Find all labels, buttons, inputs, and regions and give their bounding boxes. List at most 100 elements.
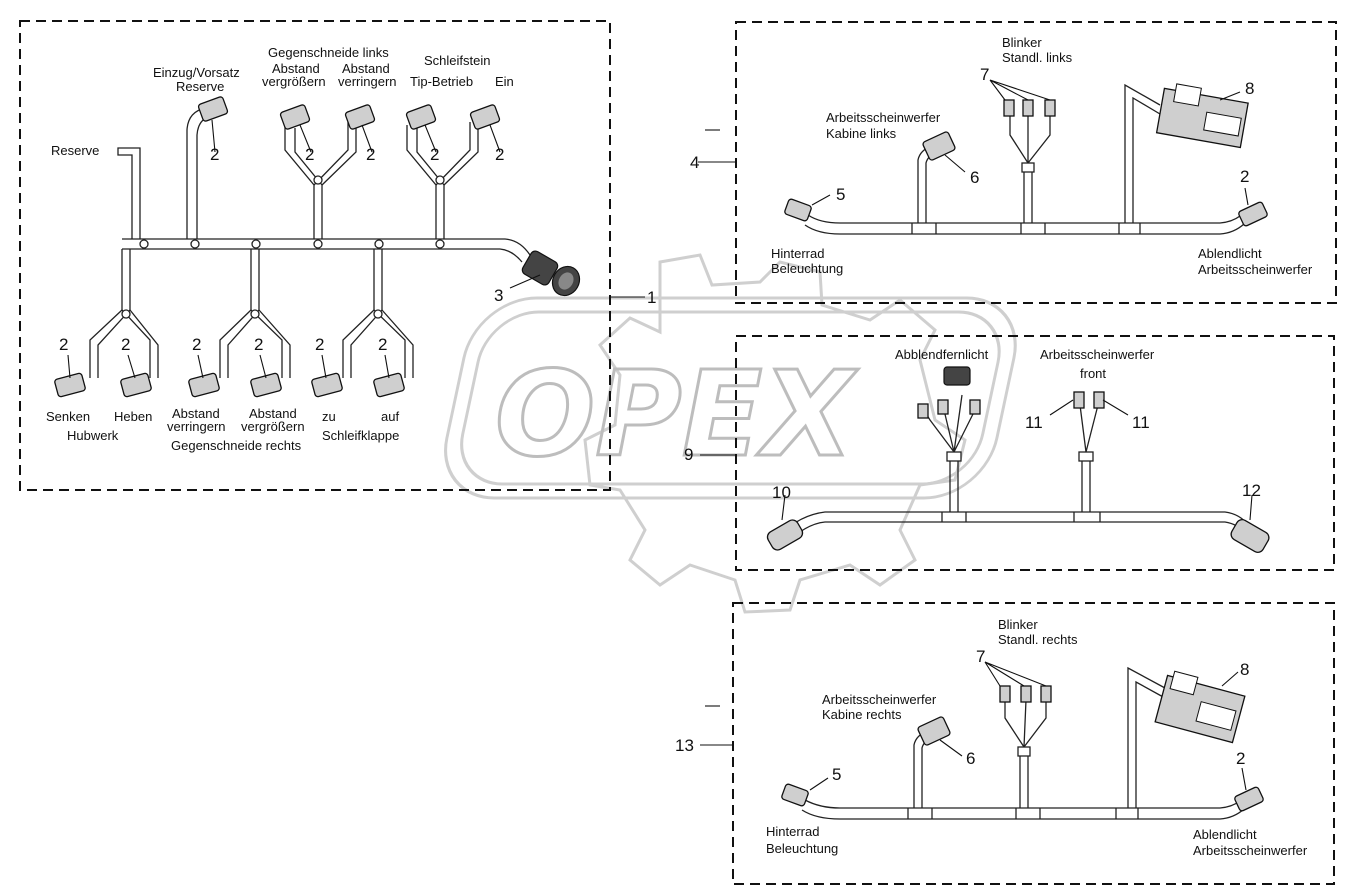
callout-8: 8 xyxy=(1245,79,1254,98)
label-abstand-4: Abstand xyxy=(249,406,297,421)
harness-box-4 xyxy=(735,21,1337,304)
round-connector-3 xyxy=(521,250,581,297)
callout-5: 5 xyxy=(832,765,841,784)
connector-2 xyxy=(1234,786,1264,812)
connector-5 xyxy=(781,783,809,807)
connector-6 xyxy=(917,716,951,746)
callout-11: 11 xyxy=(1132,413,1150,432)
label-hinterrad: Hinterrad xyxy=(771,246,824,261)
callout-2: 2 xyxy=(121,335,130,354)
callout-7: 7 xyxy=(976,647,985,666)
connector-11 xyxy=(1093,391,1105,409)
connector-9c xyxy=(969,399,981,415)
opex-watermark: OPEX xyxy=(444,253,1017,614)
connector-7 xyxy=(1040,685,1052,703)
harness-1 xyxy=(54,96,645,398)
connector-10 xyxy=(766,519,804,551)
label-aw-front: Arbeitsscheinwerfer xyxy=(1040,347,1155,362)
label-aw-kabine-rechts: Arbeitsscheinwerfer xyxy=(822,692,937,707)
callout-12: 12 xyxy=(1242,481,1261,500)
connector-einzug xyxy=(197,96,229,122)
harness-box-13 xyxy=(732,602,1335,885)
label-auf: auf xyxy=(381,409,399,424)
label-vergroessern-2: vergrößern xyxy=(241,419,305,434)
callout-10: 10 xyxy=(772,483,791,502)
connector-verr-rechts xyxy=(188,372,220,398)
harness-9 xyxy=(700,366,1270,553)
callout-2: 2 xyxy=(210,145,219,164)
connector-abblendfernlicht xyxy=(943,366,971,386)
connector-9b xyxy=(937,399,949,415)
label-reserve: Reserve xyxy=(51,143,99,158)
connector-7 xyxy=(1022,99,1034,117)
label-kabine-rechts: Kabine rechts xyxy=(822,707,902,722)
connector-12 xyxy=(1230,519,1270,553)
callout-6: 6 xyxy=(966,749,975,768)
connector-7 xyxy=(1003,99,1015,117)
label-blinker-rechts: Blinker xyxy=(998,617,1038,632)
callout-2: 2 xyxy=(305,145,314,164)
connector-8 xyxy=(1154,670,1246,744)
label-abstand-3: Abstand xyxy=(172,406,220,421)
harness-box-1 xyxy=(19,20,611,491)
callout-2: 2 xyxy=(59,335,68,354)
connector-zu xyxy=(311,372,343,398)
label-heben: Heben xyxy=(114,409,152,424)
callout-2: 2 xyxy=(495,145,504,164)
connector-ein xyxy=(469,104,501,130)
label-gegenschneide-rechts: Gegenschneide rechts xyxy=(171,438,302,453)
connector-senken xyxy=(54,372,86,398)
label-aw-kabine-links: Arbeitsscheinwerfer xyxy=(826,110,941,125)
callout-6: 6 xyxy=(970,168,979,187)
callout-11: 11 xyxy=(1025,413,1043,432)
connector-5 xyxy=(784,198,812,222)
label-einzug-reserve: Reserve xyxy=(176,79,224,94)
callout-1: 1 xyxy=(647,288,656,307)
label-verringern-1: verringern xyxy=(338,74,397,89)
callout-2: 2 xyxy=(192,335,201,354)
label-ablendlicht: Ablendlicht xyxy=(1198,246,1262,261)
watermark-text: OPEX xyxy=(495,345,858,483)
label-abstand-2: Abstand xyxy=(342,61,390,76)
connector-7 xyxy=(1020,685,1032,703)
label-front: front xyxy=(1080,366,1106,381)
label-blinker-links: Blinker xyxy=(1002,35,1042,50)
connector-tip xyxy=(405,104,437,130)
connector-8 xyxy=(1155,83,1249,149)
label-hinterrad-2: Hinterrad xyxy=(766,824,819,839)
callout-5: 5 xyxy=(836,185,845,204)
connector-7 xyxy=(999,685,1011,703)
label-abblendfernlicht: Abblendfernlicht xyxy=(895,347,989,362)
label-einzug: Einzug/Vorsatz xyxy=(153,65,240,80)
label-beleuchtung: Beleuchtung xyxy=(771,261,843,276)
callout-2: 2 xyxy=(378,335,387,354)
callout-2: 2 xyxy=(366,145,375,164)
connector-auf xyxy=(373,372,405,398)
connector-7 xyxy=(1044,99,1056,117)
label-abstand-1: Abstand xyxy=(272,61,320,76)
callout-4: 4 xyxy=(690,153,699,172)
label-schleifstein: Schleifstein xyxy=(424,53,490,68)
label-arbeitsscheinwerfer: Arbeitsscheinwerfer xyxy=(1198,262,1313,277)
connector-6 xyxy=(922,131,956,161)
callout-2: 2 xyxy=(254,335,263,354)
label-gegenschneide-links: Gegenschneide links xyxy=(268,45,389,60)
callout-3: 3 xyxy=(494,286,503,305)
label-beleuchtung-2: Beleuchtung xyxy=(766,841,838,856)
label-ablendlicht-2: Ablendlicht xyxy=(1193,827,1257,842)
label-vergroessern-1: vergrößern xyxy=(262,74,326,89)
label-schleifklappe: Schleifklappe xyxy=(322,428,399,443)
callout-7: 7 xyxy=(980,65,989,84)
label-senken: Senken xyxy=(46,409,90,424)
label-arbeitsscheinwerfer-2: Arbeitsscheinwerfer xyxy=(1193,843,1308,858)
callout-8: 8 xyxy=(1240,660,1249,679)
callout-13: 13 xyxy=(675,736,694,755)
harness-4 xyxy=(698,79,1268,235)
label-ein: Ein xyxy=(495,74,514,89)
label-standl-rechts: Standl. rechts xyxy=(998,632,1078,647)
connector-vergr-rechts xyxy=(250,372,282,398)
callout-2: 2 xyxy=(1236,749,1245,768)
label-hubwerk: Hubwerk xyxy=(67,428,119,443)
label-zu: zu xyxy=(322,409,336,424)
